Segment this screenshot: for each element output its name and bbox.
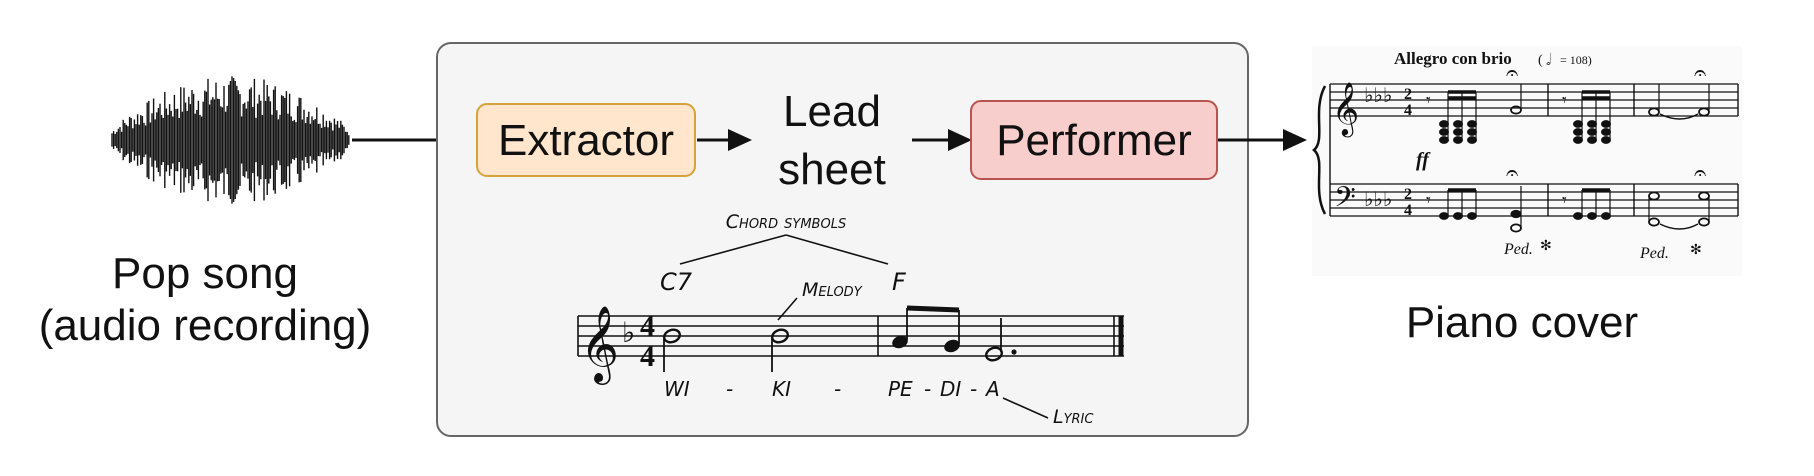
lyrics-line: WI - KI - PE - DI - A <box>664 377 1000 401</box>
arrowhead-to-performer <box>948 129 972 151</box>
svg-text:𝄾: 𝄾 <box>1562 90 1567 110</box>
melody-note-2 <box>771 328 789 372</box>
score-treble-clef-icon: 𝄞 <box>1332 82 1359 137</box>
output-label: Piano cover <box>1406 298 1638 347</box>
svg-text:𝄐: 𝄐 <box>1506 60 1518 85</box>
svg-text:𝄐: 𝄐 <box>1694 160 1706 185</box>
score-time-top-treble: 2 <box>1404 86 1412 103</box>
lyric-syllable: DI <box>940 377 961 401</box>
lead-sheet-staff <box>577 315 1124 357</box>
input-label-line2: (audio recording) <box>39 301 372 350</box>
extractor-box[interactable]: Extractor <box>476 103 696 177</box>
pedal-mark-2: Ped. <box>1639 245 1669 262</box>
input-label-line1: Pop song <box>112 249 298 298</box>
tempo-open-paren: ( <box>1538 53 1543 68</box>
chord-annotation-line-right <box>785 234 889 265</box>
lyric-syllable: KI <box>772 377 791 401</box>
pedal-release-icon: ✻ <box>1540 239 1552 254</box>
score-barlines <box>1329 84 1739 216</box>
time-signature-bottom: 4 <box>640 340 655 373</box>
chord-annotation-line-left <box>679 234 787 265</box>
dynamic-marking: ff <box>1416 149 1431 171</box>
chord-symbol-1: C7 <box>660 268 693 296</box>
svg-text:𝄐: 𝄐 <box>1694 60 1706 85</box>
lead-sheet-example: Chord symbols C7 F Melody 𝄞 ♭ 4 4 <box>577 211 1124 428</box>
time-signature-top: 4 <box>640 310 655 343</box>
performer-label: Performer <box>996 116 1192 165</box>
lyric-hyphen: - <box>924 377 931 401</box>
lyric-hyphen: - <box>726 377 733 401</box>
pedal-release-icon: ✻ <box>1690 243 1702 258</box>
lyric-annotation-line <box>1002 397 1049 419</box>
lead-sheet-label-line1: Lead <box>783 87 881 136</box>
lyric-syllable: A <box>984 377 1000 401</box>
score-bass-notes: 𝄾 𝄐 𝄾 𝄐 <box>1426 160 1710 233</box>
chord-symbols-annotation: Chord symbols <box>726 211 846 233</box>
score-time-bottom-bass: 4 <box>1404 202 1412 219</box>
lyric-syllable: PE <box>888 377 913 401</box>
melody-annotation: Melody <box>802 279 863 301</box>
half-note-icon: 𝅗𝅥 <box>1546 52 1551 69</box>
svg-text:𝄾: 𝄾 <box>1562 190 1567 210</box>
treble-staff <box>1330 83 1738 117</box>
score-time-top-bass: 2 <box>1404 186 1412 203</box>
svg-text:𝄾: 𝄾 <box>1426 190 1431 210</box>
lyric-syllable: WI <box>664 377 690 401</box>
score-treble-notes: 𝄾 𝄐 𝄾 𝄐 <box>1426 60 1710 144</box>
score-key-signature-bass: ♭♭♭ <box>1364 189 1392 211</box>
bass-staff <box>1330 183 1738 217</box>
arrowhead-to-piano-score <box>1283 129 1307 151</box>
audio-waveform-icon <box>111 76 350 204</box>
piano-score: Allegro con brio ( 𝅗𝅥 = 108) <box>1312 46 1742 276</box>
svg-text:𝄾: 𝄾 <box>1426 90 1431 110</box>
score-key-signature-treble: ♭♭♭ <box>1364 85 1392 107</box>
lead-sheet-label-line2: sheet <box>778 145 886 194</box>
melody-dotted-half-note <box>985 318 1017 362</box>
flat-icon: ♭ <box>622 318 635 349</box>
chord-symbol-2: F <box>892 268 907 296</box>
svg-text:𝄐: 𝄐 <box>1506 160 1518 185</box>
tempo-text: Allegro con brio <box>1394 49 1512 68</box>
arrowhead-to-lead-sheet <box>728 129 752 151</box>
tempo-value: = 108) <box>1560 53 1592 67</box>
grand-staff-brace-icon <box>1312 85 1327 215</box>
melody-eighth-notes <box>892 305 960 353</box>
score-bass-clef-icon: 𝄢 <box>1334 183 1356 220</box>
pedal-mark-1: Ped. <box>1503 241 1533 258</box>
lyric-annotation: Lyric <box>1053 406 1094 428</box>
treble-clef-icon: 𝄞 <box>580 306 619 385</box>
extractor-label: Extractor <box>498 116 674 165</box>
score-time-bottom-treble: 4 <box>1404 102 1412 119</box>
performer-box[interactable]: Performer <box>970 100 1218 180</box>
lyric-hyphen: - <box>834 377 841 401</box>
lyric-hyphen: - <box>970 377 977 401</box>
melody-note-1 <box>663 328 681 372</box>
